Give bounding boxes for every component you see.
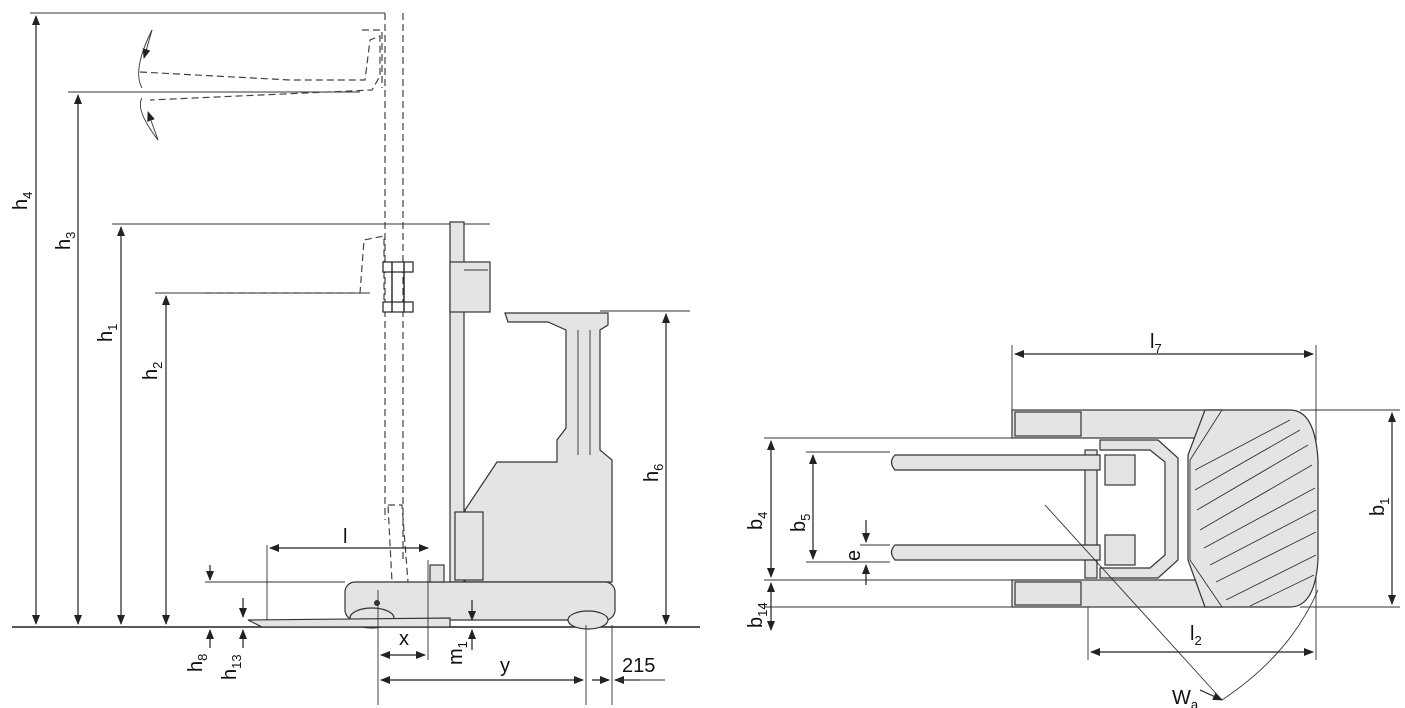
fork-top bbox=[890, 454, 1101, 471]
label-b14: b14 bbox=[745, 602, 770, 628]
fork-bottom bbox=[890, 544, 1101, 561]
label-m1: m1 bbox=[445, 641, 470, 665]
label-b1: b1 bbox=[1367, 498, 1392, 516]
label-h3: h3 bbox=[53, 232, 78, 250]
carriage-mid bbox=[382, 261, 414, 313]
roller-bottom bbox=[1104, 534, 1136, 566]
label-l: l bbox=[343, 526, 347, 548]
carriage-frame bbox=[1099, 439, 1179, 579]
carriage-lowered bbox=[387, 504, 409, 583]
label-wa: Wa bbox=[1172, 687, 1199, 708]
roller-top bbox=[1104, 454, 1136, 486]
fork-raised-top bbox=[139, 35, 381, 101]
tilt-pointer-top bbox=[142, 29, 153, 59]
rear-wheel bbox=[567, 610, 609, 630]
label-215: 215 bbox=[622, 655, 655, 677]
turning-radius-line bbox=[1044, 504, 1223, 701]
label-h13: h13 bbox=[219, 654, 244, 680]
side-view: h4 h3 h1 h2 h6 h8 h13 m1 l x y 215 bbox=[10, 12, 700, 705]
mast-foot bbox=[454, 511, 484, 581]
wheel-bottom bbox=[1014, 581, 1082, 606]
fork-raised-mid bbox=[205, 235, 385, 300]
label-y: y bbox=[500, 655, 510, 677]
label-l7: l7 bbox=[1150, 331, 1162, 356]
label-l2: l2 bbox=[1190, 623, 1202, 648]
turning-radius-arc bbox=[1221, 589, 1319, 701]
base-frame bbox=[344, 581, 616, 621]
wa-arrow bbox=[1199, 689, 1223, 701]
body-hatching bbox=[1194, 419, 1317, 607]
label-h1: h1 bbox=[95, 324, 120, 342]
label-x: x bbox=[399, 628, 409, 650]
label-e: e bbox=[843, 550, 865, 561]
label-h8: h8 bbox=[185, 654, 210, 672]
tilt-arc-top bbox=[138, 29, 153, 89]
tilt-arc-bottom bbox=[139, 97, 159, 141]
label-b5: b5 bbox=[788, 514, 813, 532]
label-h6: h6 bbox=[641, 464, 666, 482]
top-view: l7 l2 b1 b4 b5 b14 e Wa bbox=[745, 331, 1400, 708]
truck-body bbox=[464, 312, 613, 583]
body-inner-line bbox=[1189, 409, 1223, 608]
fork-lowered bbox=[247, 617, 451, 628]
label-h4: h4 bbox=[10, 192, 35, 210]
fork-heel bbox=[429, 564, 445, 583]
carriage-raised-top bbox=[362, 29, 383, 88]
tilt-pointer-bottom bbox=[147, 111, 159, 141]
wheel-top bbox=[1014, 411, 1082, 437]
mast-bracket bbox=[449, 261, 491, 313]
label-h2: h2 bbox=[140, 362, 165, 380]
top-body bbox=[1187, 409, 1319, 608]
wheel-axle bbox=[374, 600, 380, 606]
label-b4: b4 bbox=[745, 512, 770, 530]
